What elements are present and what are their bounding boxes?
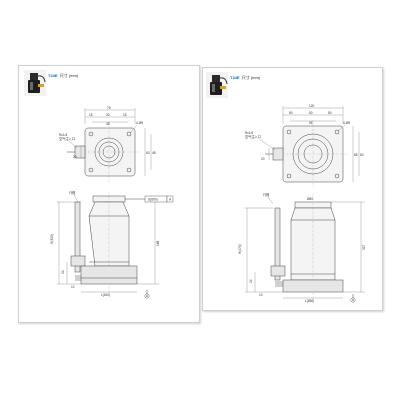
- dim-lower: 24: [249, 279, 253, 283]
- front-view: 行程 Ø60 H(470) 24 10: [238, 192, 366, 303]
- base: [80, 265, 138, 285]
- dim-span-2: 50: [309, 111, 313, 115]
- ref-mark-top: A: [169, 198, 172, 202]
- sheet-header: T24E 尺寸 (mm): [48, 73, 78, 79]
- dim-inner: 96: [309, 121, 313, 125]
- port-label-air: 空气注入口: [245, 134, 261, 139]
- stroke-heading: 行程: [263, 192, 270, 197]
- pump-handle: [274, 207, 281, 281]
- dim-side-1: 85: [354, 153, 358, 157]
- dimension-heading: 尺寸 (mm): [59, 73, 79, 78]
- model-tag: T24E: [230, 75, 240, 80]
- dim-total: 327: [362, 244, 366, 250]
- dimension-heading: 尺寸 (mm): [241, 75, 261, 80]
- top-view: 75 15 30 15 48 Rc1/4 空气注入口 4-Ø9: [59, 106, 156, 182]
- ram-diameter: Ø60: [307, 197, 313, 201]
- port-label-thread: Rc1/4: [245, 131, 254, 135]
- dim-width: 120: [309, 104, 315, 108]
- dim-inner: 48: [106, 122, 110, 126]
- dim-side-2: 48: [152, 151, 156, 155]
- dim-lower: 24: [61, 270, 65, 274]
- dim-length: L(610): [101, 293, 110, 297]
- technical-drawing: 75 15 30 15 48 Rc1/4 空气注入口 4-Ø9: [50, 106, 174, 299]
- product-photo: [24, 70, 46, 96]
- dim-length: L(850): [305, 299, 314, 303]
- port-label-air: 空气注入口: [59, 136, 75, 141]
- hole-callout: 4-Ø9: [136, 121, 143, 125]
- port-label-thread: Rc1/4: [59, 133, 68, 137]
- dim-span-1: 15: [89, 113, 93, 117]
- dim-side-v: 20: [73, 155, 77, 159]
- dim-span-2: 30: [106, 113, 110, 117]
- spec-sheet-right: T24E 尺寸 (mm) 120 50 50 50 96: [202, 67, 383, 311]
- hole-callout: 4-Ø9: [343, 121, 350, 125]
- dim-side-1: 63: [146, 151, 150, 155]
- sheet-header: T24E 尺寸 (mm): [230, 75, 260, 81]
- product-photo: [206, 72, 228, 98]
- dim-total: 168: [156, 240, 160, 246]
- stroke-heading: 行程: [69, 190, 76, 195]
- dim-side-2: 60: [360, 153, 364, 157]
- dim-span-3: 50: [328, 111, 332, 115]
- spec-sheet-left: T24E 尺寸 (mm) 75 15 30 15 48: [18, 65, 200, 323]
- stroke-size-label: S(600): [148, 198, 158, 202]
- ref-mark-bottom: A: [352, 298, 355, 302]
- base: [282, 279, 344, 293]
- valve-block: [70, 255, 86, 267]
- dim-side-v: 20: [261, 157, 265, 161]
- dim-span-1: 50: [289, 111, 293, 115]
- front-view: 行程 S(600) A H(: [50, 190, 174, 299]
- technical-drawing: 120 50 50 50 96 Rc1/4 空气注入口 4-Ø9: [238, 104, 366, 303]
- model-tag: T24E: [48, 73, 58, 78]
- valve-block: [270, 265, 286, 277]
- ref-mark-bottom: A: [146, 294, 149, 298]
- dim-base: 10: [71, 285, 75, 289]
- top-view: 120 50 50 50 96 Rc1/4 空气注入口 4-Ø9: [245, 104, 364, 188]
- dim-height: H(470): [238, 244, 242, 254]
- dim-height: H(320): [50, 234, 54, 244]
- dim-width: 75: [107, 106, 111, 110]
- dim-base: 10: [259, 293, 263, 297]
- dim-span-3: 15: [123, 113, 127, 117]
